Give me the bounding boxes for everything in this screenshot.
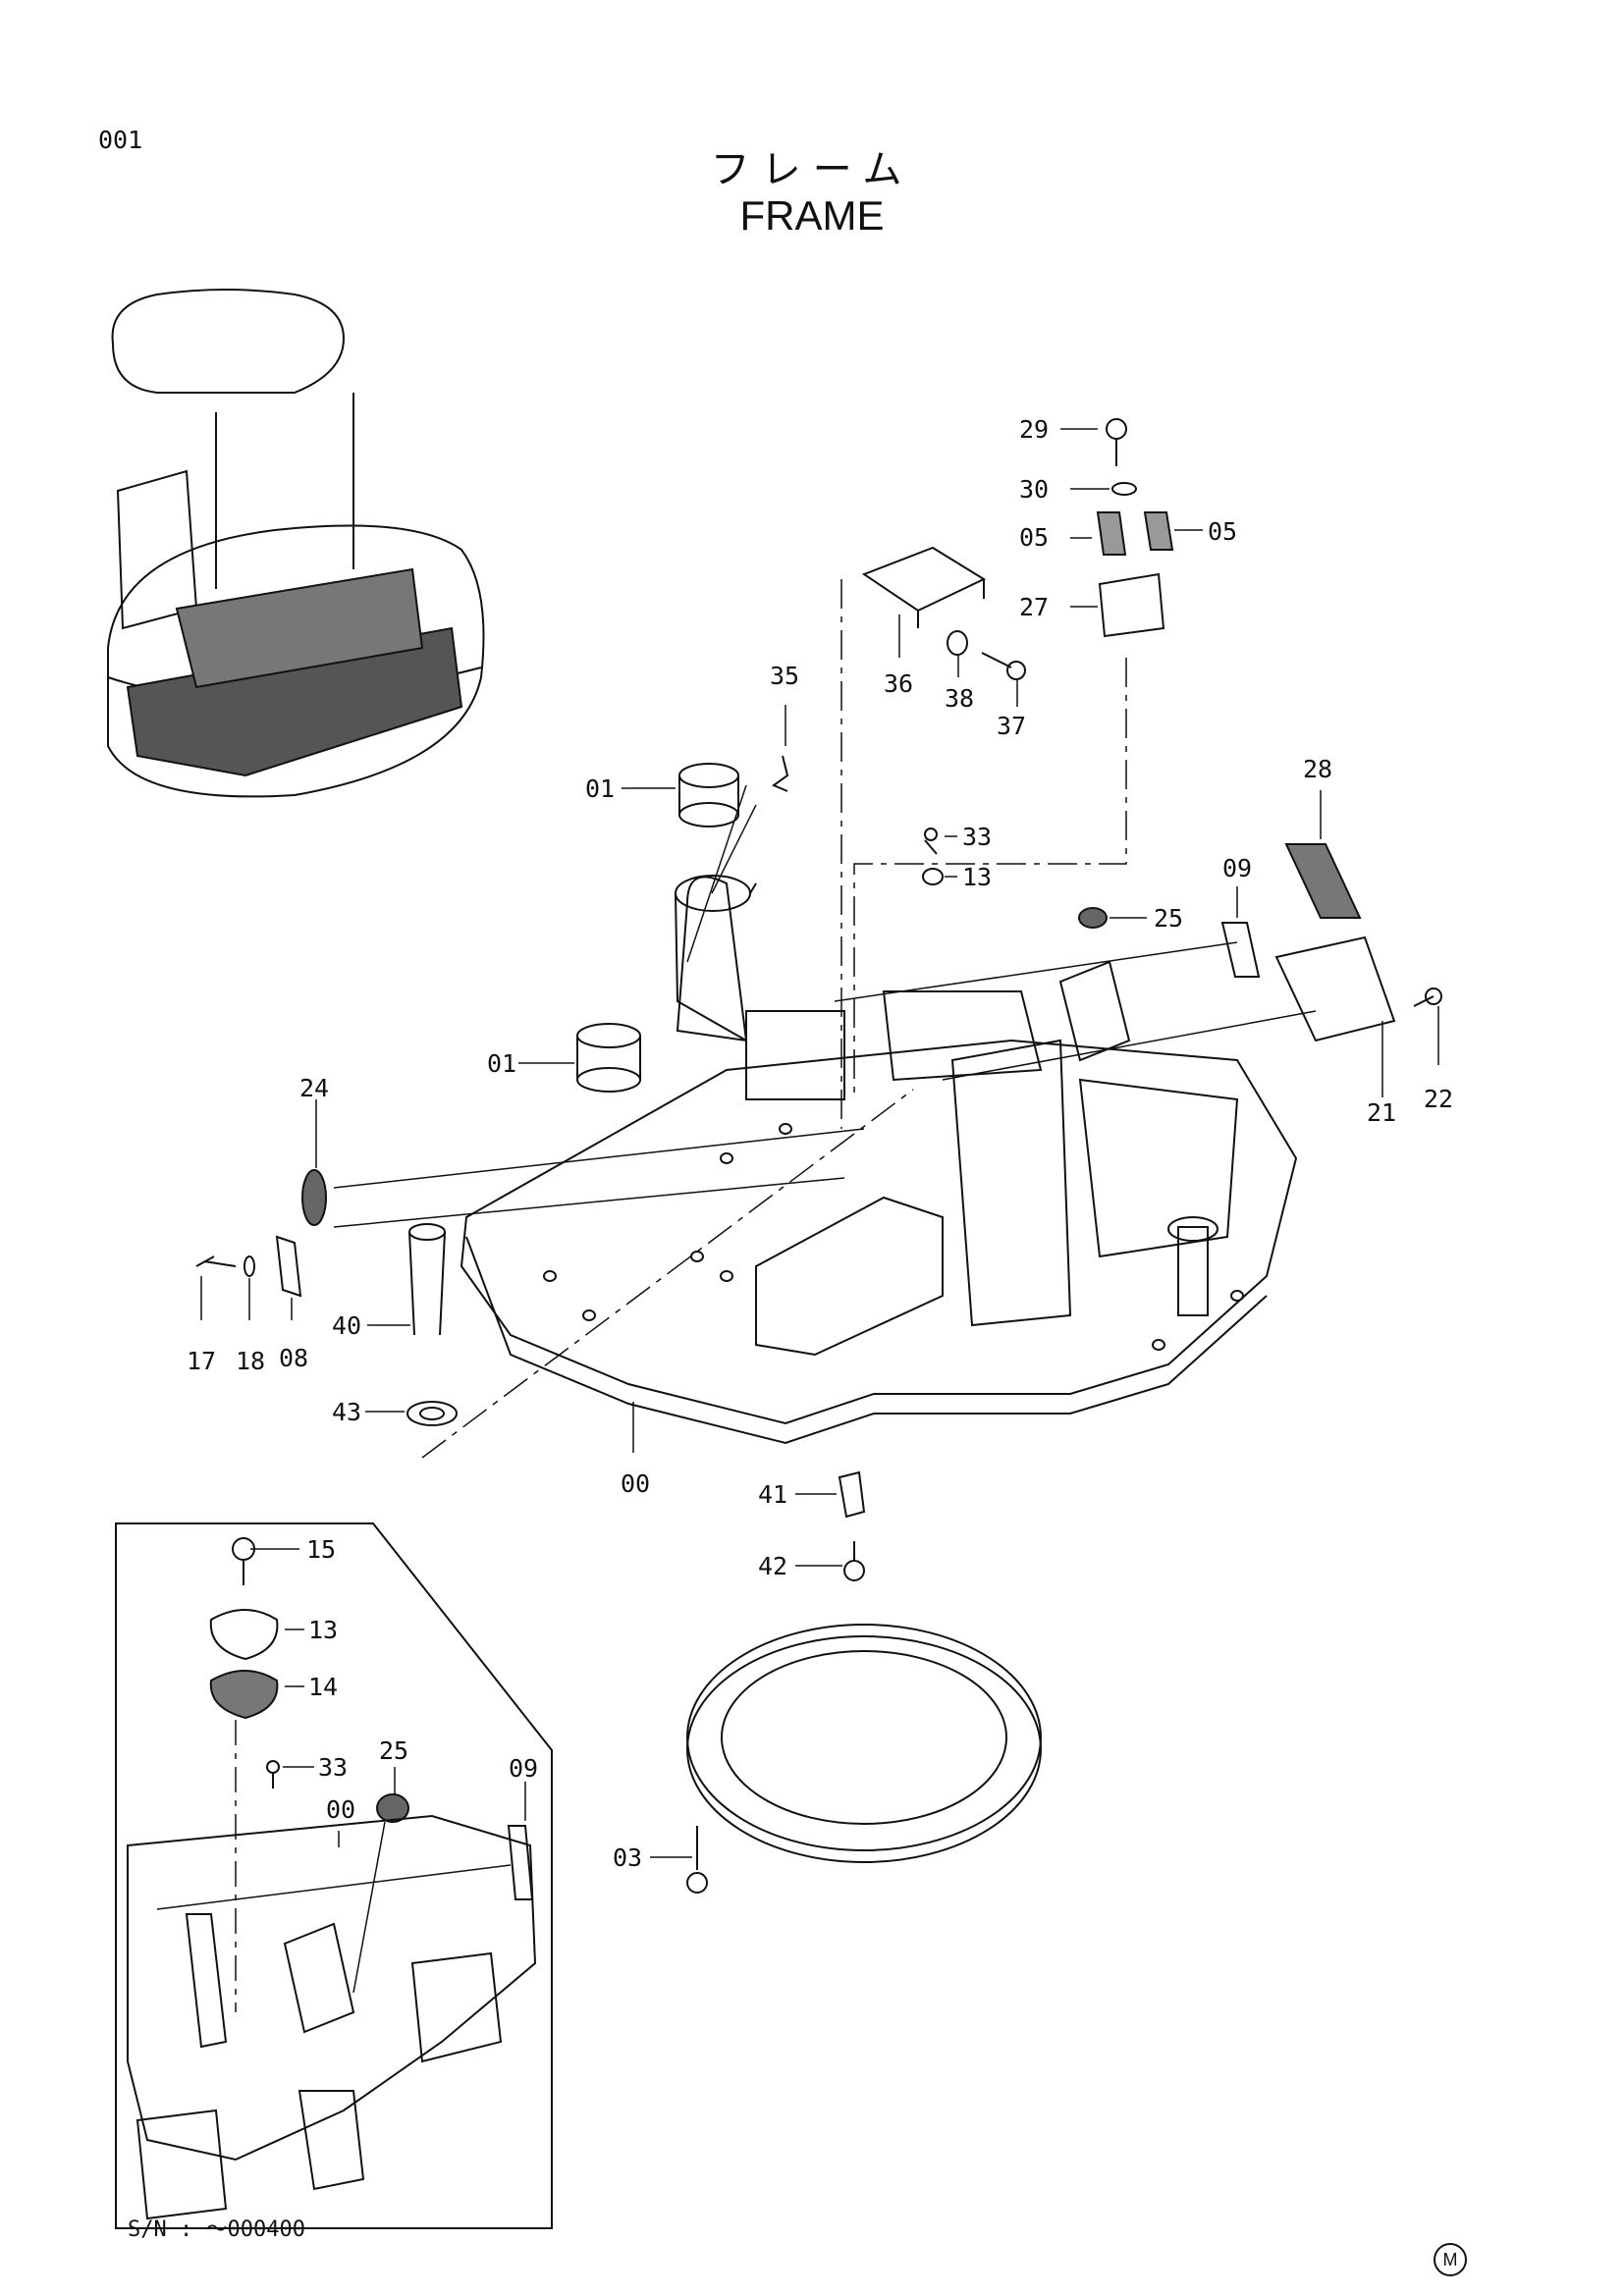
part-spring-25 <box>1078 907 1108 929</box>
part-damper-24 <box>301 1169 327 1226</box>
part-plate-08 <box>275 1235 302 1298</box>
part-plate-27 <box>1098 572 1165 638</box>
swing-bearing-ring <box>686 1624 1042 1863</box>
inset-callout-14: 14 <box>308 1673 338 1701</box>
leader-lines <box>200 428 1439 1858</box>
callout-05-left: 05 <box>1019 523 1049 552</box>
inset-callout-25: 25 <box>379 1736 408 1765</box>
callout-18: 18 <box>236 1347 265 1375</box>
callout-38: 38 <box>945 684 974 713</box>
callout-01-upper: 01 <box>585 774 615 803</box>
early-serial-inset <box>115 1522 553 2229</box>
inset-callout-13: 13 <box>308 1616 338 1644</box>
callout-24: 24 <box>299 1074 329 1102</box>
callout-03: 03 <box>613 1843 642 1872</box>
part-washer-38 <box>947 630 968 656</box>
part-cap-13 <box>922 868 944 885</box>
part-pad-28 <box>1284 843 1362 919</box>
callout-29: 29 <box>1019 415 1049 444</box>
part-grease-nipple-35 <box>771 755 789 792</box>
callout-40: 40 <box>332 1311 361 1340</box>
callout-42: 42 <box>758 1552 787 1580</box>
callout-37: 37 <box>997 712 1026 740</box>
callout-13: 13 <box>962 863 992 891</box>
callout-09: 09 <box>1222 854 1252 882</box>
part-pad-05-right <box>1143 511 1174 551</box>
callout-00: 00 <box>621 1469 650 1498</box>
part-bolt-17 <box>195 1255 237 1267</box>
part-bushing-01-upper <box>678 763 739 828</box>
inset-callout-labels: 15 13 14 33 25 00 09 <box>306 1535 538 1824</box>
part-bolt-37 <box>981 652 1026 680</box>
inset-callout-33: 33 <box>318 1753 348 1782</box>
callout-43: 43 <box>332 1398 361 1426</box>
callout-41: 41 <box>758 1480 787 1509</box>
part-bolt-03 <box>686 1826 708 1894</box>
callout-25: 25 <box>1154 904 1183 933</box>
callout-05-right: 05 <box>1208 517 1237 546</box>
inset-callout-15: 15 <box>306 1535 336 1564</box>
part-bolt-42 <box>843 1541 865 1581</box>
page-number: 001 <box>98 126 143 154</box>
callout-08: 08 <box>279 1344 308 1372</box>
callout-33: 33 <box>962 823 992 851</box>
inset-callout-09: 09 <box>509 1754 538 1783</box>
callout-27: 27 <box>1019 593 1049 621</box>
callout-35: 35 <box>770 662 799 690</box>
part-boom-bracket <box>675 875 757 1041</box>
part-washer-18 <box>244 1255 255 1277</box>
callout-labels: 29 30 05 05 27 36 38 37 35 01 33 13 28 0… <box>187 415 1453 1872</box>
frame-plate <box>460 876 1298 1445</box>
machine-overview-illustration <box>107 289 485 798</box>
part-bracket-36 <box>861 546 987 628</box>
part-washer-30 <box>1111 482 1137 496</box>
part-bolt-29 <box>1106 418 1127 466</box>
revision-mark: M <box>1434 2243 1467 2276</box>
inset-callout-00: 00 <box>326 1795 355 1824</box>
callout-36: 36 <box>884 669 913 698</box>
callout-17: 17 <box>187 1347 216 1375</box>
serial-number-note: S/N : ～000400 <box>128 2217 305 2242</box>
part-pin-40 <box>408 1223 446 1336</box>
part-plate-41 <box>838 1470 866 1519</box>
part-nipple-33 <box>924 828 938 855</box>
page-title-english: FRAME <box>739 192 885 239</box>
callout-01-lower: 01 <box>487 1049 516 1078</box>
part-pad-05-left <box>1096 511 1127 556</box>
callout-28: 28 <box>1303 755 1332 783</box>
part-bushing-01-lower <box>576 1023 641 1093</box>
part-bracket-09 <box>1220 922 1261 978</box>
callout-21: 21 <box>1367 1098 1396 1127</box>
part-bolt-22 <box>1413 988 1442 1007</box>
page-title-japanese: フレーム <box>710 147 914 192</box>
part-cover-21 <box>1274 935 1396 1042</box>
part-collar-43 <box>406 1401 458 1426</box>
callout-22: 22 <box>1424 1085 1453 1113</box>
callout-30: 30 <box>1019 475 1049 504</box>
